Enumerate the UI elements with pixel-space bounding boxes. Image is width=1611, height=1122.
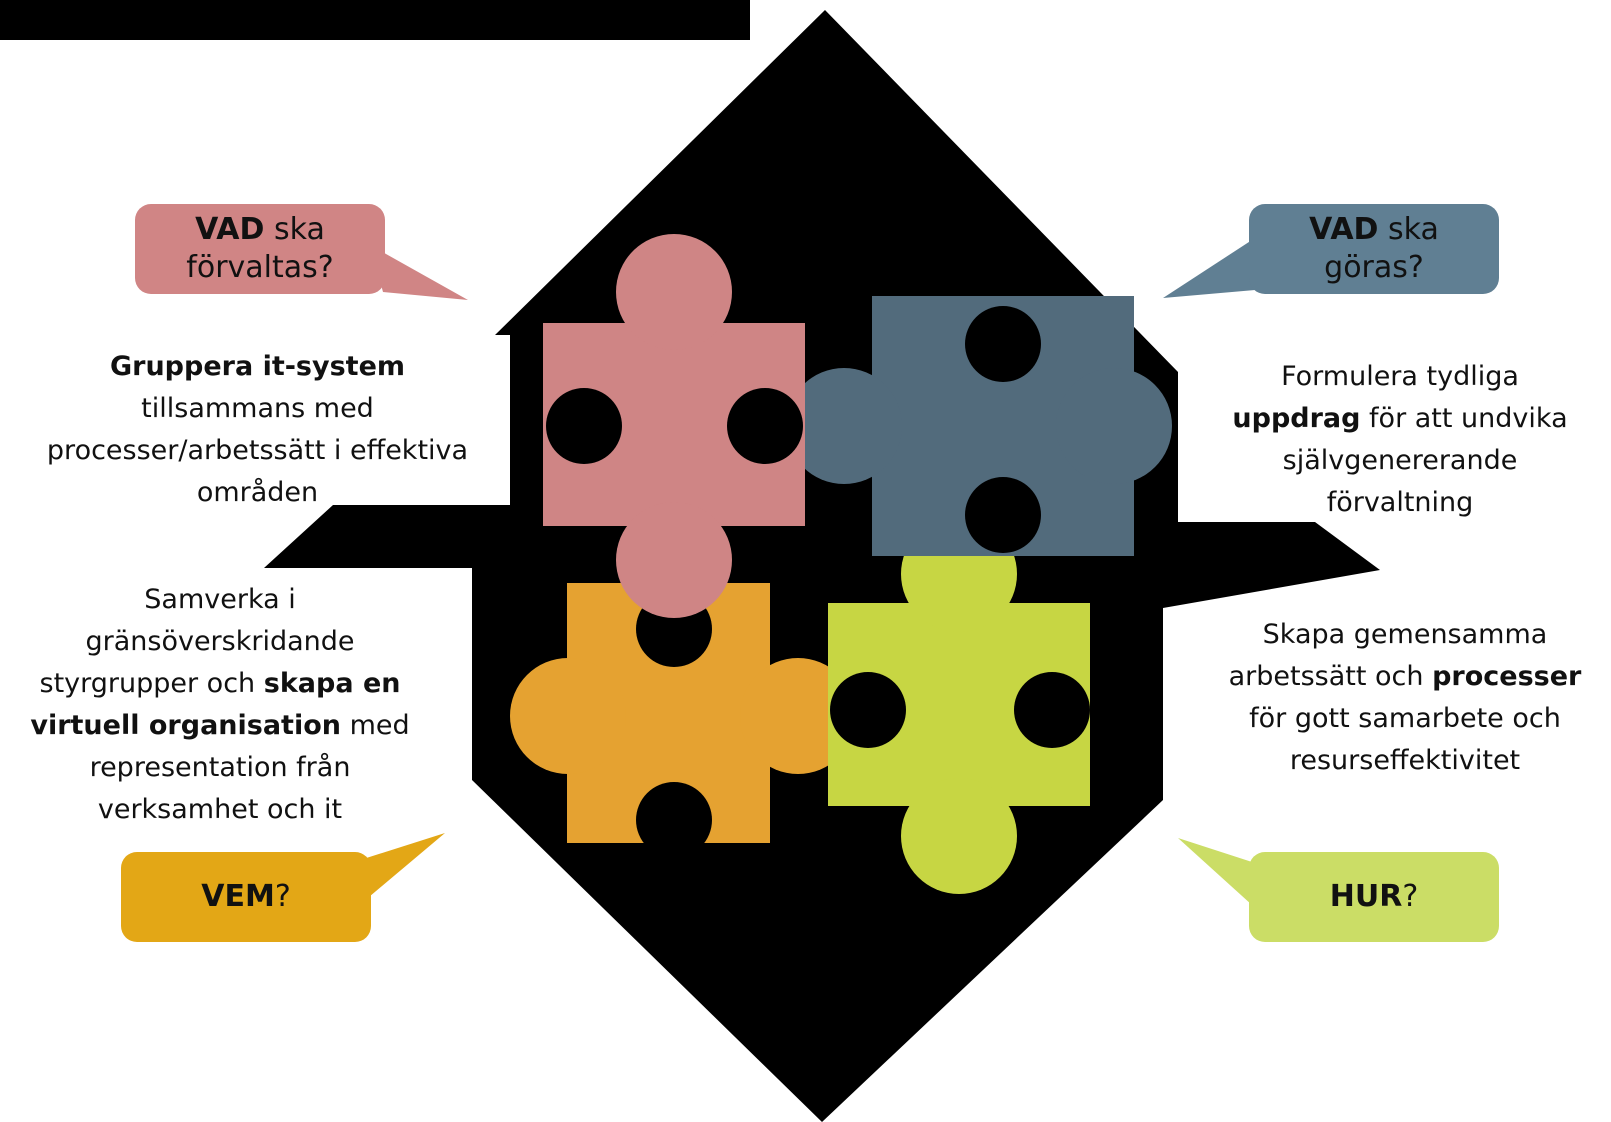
tail-vad-goras: [1163, 240, 1255, 298]
text-line: representation från: [89, 752, 351, 783]
text-line: processer/arbetssätt i effektiva: [46, 435, 469, 466]
bubble-vad-goras: VAD ska göras?: [1249, 204, 1499, 294]
text-line: uppdrag: [1232, 403, 1361, 434]
text-bottom-right: Skapa gemensamma arbetssätt och processe…: [1200, 614, 1610, 782]
tail-hur: [1178, 838, 1252, 905]
bubble-text: ska: [1378, 212, 1439, 247]
header-bar: [0, 0, 750, 40]
bubble-text: ska: [264, 212, 325, 247]
text-line: skapa en: [263, 668, 401, 699]
bubble-bold: VAD: [1309, 212, 1379, 247]
bubble-text: ?: [274, 879, 291, 914]
puzzle-piece-pink: [543, 234, 805, 618]
puzzle-piece-blue: [786, 296, 1172, 556]
text-top-right: Formulera tydliga uppdrag för att undvik…: [1205, 356, 1595, 524]
tail-vem: [360, 833, 445, 902]
text-line: Formulera tydliga: [1281, 361, 1519, 392]
text-line: Gruppera it-system: [109, 351, 406, 382]
bubble-hur: HUR?: [1249, 852, 1499, 942]
text-line: gränsöverskridande: [85, 626, 355, 657]
text-line: för gott samarbete och: [1249, 703, 1561, 734]
bubble-text: ?: [1402, 879, 1419, 914]
bubble-bold: VEM: [201, 879, 275, 914]
background-shape: [264, 10, 1380, 1122]
bubble-bold: HUR: [1329, 879, 1403, 914]
text-line: tillsammans med: [141, 393, 374, 424]
text-line: Skapa gemensamma: [1262, 619, 1548, 650]
text-line: självgenererande: [1282, 445, 1518, 476]
puzzle-piece-green: [828, 516, 1090, 894]
tail-vad-forvaltas: [370, 245, 468, 300]
text-bottom-left: Samverka i gränsöverskridande styrgruppe…: [0, 579, 440, 831]
puzzle-piece-orange: [510, 583, 856, 858]
text-line: verksamhet och it: [97, 794, 343, 825]
bubble-text: förvaltas?: [186, 250, 334, 285]
text-line: styrgrupper och: [39, 668, 264, 699]
text-line: för att undvika: [1360, 403, 1568, 434]
bubble-vem: VEM?: [121, 852, 371, 942]
text-line: arbetssätt och: [1228, 661, 1433, 692]
text-line: med: [341, 710, 410, 741]
text-top-left: Gruppera it-system tillsammans med proce…: [10, 346, 505, 514]
text-line: resurseffektivitet: [1289, 745, 1521, 776]
bubble-bold: VAD: [195, 212, 265, 247]
text-line: processer: [1432, 661, 1582, 692]
bubble-text: göras?: [1324, 250, 1424, 285]
bubble-vad-forvaltas: VAD ska förvaltas?: [135, 204, 385, 294]
text-line: förvaltning: [1326, 487, 1474, 518]
text-line: virtuell organisation: [30, 710, 341, 741]
text-line: områden: [196, 477, 319, 508]
text-line: Samverka i: [144, 584, 296, 615]
